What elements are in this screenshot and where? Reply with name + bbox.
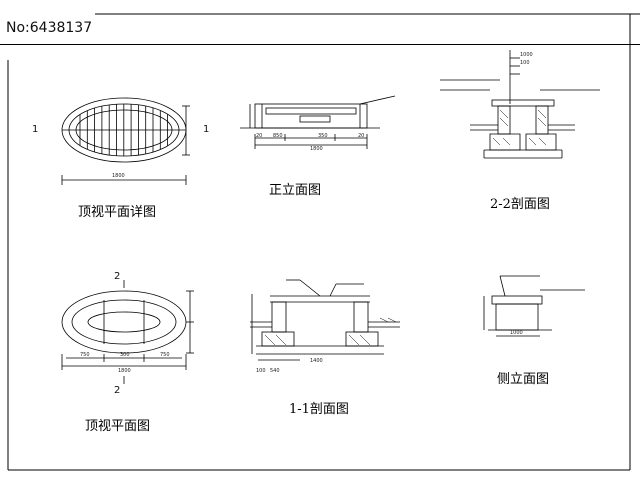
section-1-1-hatch xyxy=(264,317,397,346)
section-1-1-title: 1-1剖面图 xyxy=(289,402,349,417)
top-plan-title: 顶视平面图 xyxy=(85,419,151,434)
section-2-2-hatch xyxy=(492,109,547,146)
section-mark-2-top: 2 xyxy=(114,271,120,282)
section-mark-1-right: 1 xyxy=(203,124,209,135)
fe-dim-b: 850 xyxy=(273,133,283,139)
section-2-2-title: 2-2剖面图 xyxy=(490,197,550,212)
section-mark-1-left: 1 xyxy=(32,124,38,135)
s11-dim-b: 540 xyxy=(270,368,280,374)
pl-dim-b: 300 xyxy=(120,352,130,358)
image-id-label: No:6438137 xyxy=(6,20,93,36)
frame-top-left xyxy=(0,44,640,45)
top-detail-plan-title: 顶视平面详图 xyxy=(78,205,157,220)
top-detail-plan xyxy=(61,97,190,185)
fe-dim-a: 20 xyxy=(256,133,262,139)
s22-dim-b: 100 xyxy=(520,60,530,66)
section-2-2 xyxy=(440,50,600,159)
front-elevation-title: 正立面图 xyxy=(269,183,322,198)
s11-dim-a: 100 xyxy=(256,368,266,374)
fe-total-dim: 1800 xyxy=(310,146,323,152)
top-plan xyxy=(61,280,194,384)
front-elevation xyxy=(240,95,396,149)
side-elevation xyxy=(483,275,585,337)
fe-dim-c: 350 xyxy=(318,133,328,139)
pl-total-dim: 1800 xyxy=(118,368,131,374)
side-elevation-title: 侧立面图 xyxy=(497,372,550,387)
pl-dim-c: 750 xyxy=(160,352,170,358)
s11-dim-c: 1400 xyxy=(310,358,323,364)
section-mark-2-bottom: 2 xyxy=(114,385,120,396)
s22-dim-a: 1000 xyxy=(520,52,533,58)
section-1-1 xyxy=(250,279,400,361)
tp-total-dim: 1800 xyxy=(112,173,125,179)
pl-dim-a: 750 xyxy=(80,352,90,358)
fe-dim-d: 20 xyxy=(358,133,364,139)
se-dim-a: 1000 xyxy=(510,330,523,336)
